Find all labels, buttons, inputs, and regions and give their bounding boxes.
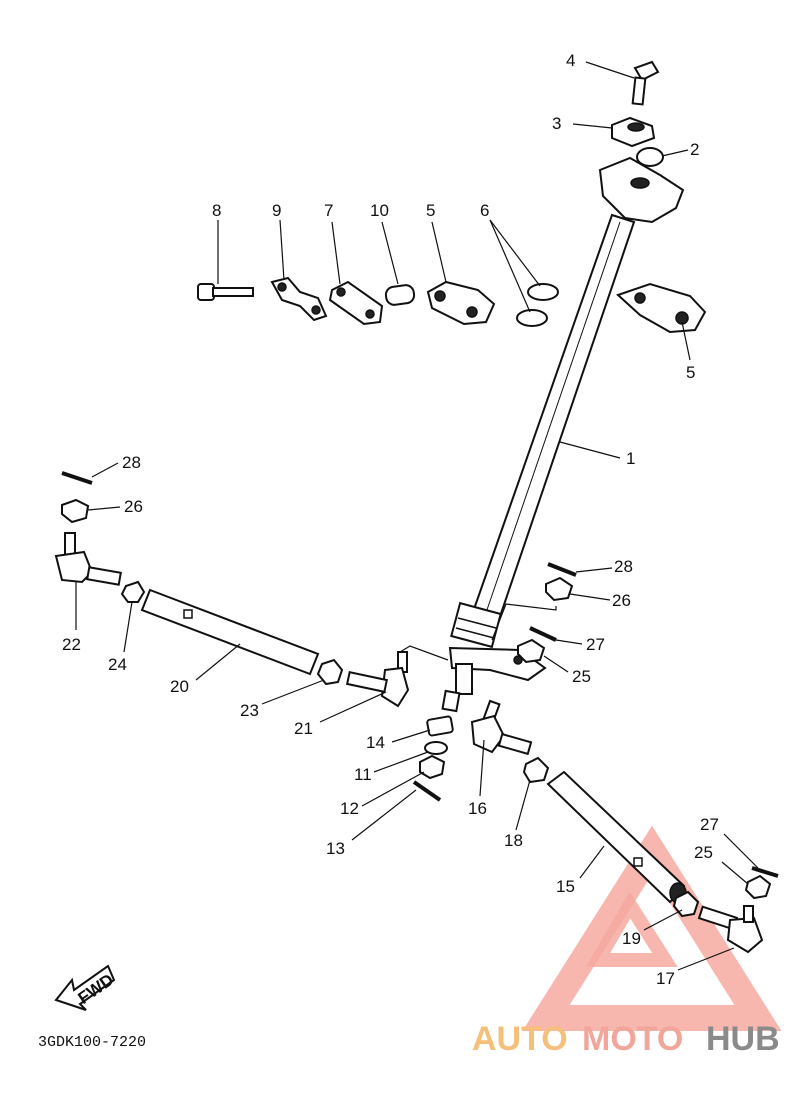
watermark-part3: HUB — [706, 1020, 780, 1058]
callout-3: 3 — [552, 114, 561, 133]
diagram-code: 3GDK100-7220 — [38, 1034, 146, 1051]
tie-rod-15 — [546, 770, 687, 904]
callout-1: 1 — [626, 449, 635, 468]
callout-18: 18 — [504, 831, 523, 850]
callout-12: 12 — [340, 799, 359, 818]
cotter-pin-27-right — [751, 866, 779, 878]
callout-26-left: 26 — [124, 497, 143, 516]
callout-10: 10 — [370, 201, 389, 220]
plate-7 — [328, 280, 384, 326]
nut-26-left — [61, 498, 90, 524]
callout-27-center: 27 — [586, 635, 605, 654]
callout-28-right: 28 — [614, 557, 633, 576]
nut-24 — [120, 580, 146, 603]
callout-6: 6 — [480, 201, 489, 220]
tie-rod-20 — [140, 588, 320, 676]
callout-labels: 1 2 3 4 5 5 6 7 8 9 10 11 12 13 14 15 16… — [62, 51, 719, 988]
callout-27-right: 27 — [700, 815, 719, 834]
callout-17: 17 — [656, 969, 675, 988]
washers-6 — [516, 283, 559, 327]
watermark-part2: MOTO — [582, 1020, 683, 1058]
leader-lines — [75, 61, 759, 971]
bolt-8 — [197, 283, 254, 301]
callout-9: 9 — [272, 201, 281, 220]
callout-5-right: 5 — [686, 363, 695, 382]
callout-16: 16 — [468, 799, 487, 818]
nut-25-center — [517, 638, 546, 664]
callout-2: 2 — [690, 140, 699, 159]
cotter-pin-27-center — [529, 626, 557, 642]
cotter-pin-13 — [412, 780, 442, 802]
callout-28-left: 28 — [122, 453, 141, 472]
holder-3 — [611, 116, 656, 148]
callout-24: 24 — [108, 655, 127, 674]
steering-column — [441, 156, 685, 713]
bushing-2 — [636, 147, 664, 167]
callout-21: 21 — [294, 719, 313, 738]
callout-22: 22 — [62, 635, 81, 654]
callout-7: 7 — [324, 201, 333, 220]
callout-25-center: 25 — [572, 667, 591, 686]
callout-14: 14 — [366, 733, 385, 752]
nut-26-right — [545, 576, 574, 602]
tie-rod-end-21 — [345, 651, 410, 708]
callout-11: 11 — [354, 765, 372, 784]
bolt-4 — [631, 60, 660, 106]
callout-4: 4 — [566, 51, 575, 70]
callout-25-right: 25 — [694, 843, 713, 862]
holder-5-right — [616, 282, 707, 334]
nut-25-right — [744, 874, 772, 900]
callout-15: 15 — [556, 877, 575, 896]
callout-8: 8 — [212, 201, 221, 220]
tie-rod-end-16 — [470, 699, 533, 756]
nut-19 — [672, 890, 700, 918]
callout-26-right: 26 — [612, 591, 631, 610]
watermark-part1: AUTO — [472, 1020, 568, 1058]
collar-10 — [384, 284, 416, 306]
callout-20: 20 — [170, 677, 189, 696]
nut-18 — [522, 756, 550, 784]
fwd-arrow: FWD — [54, 964, 117, 1011]
nut-23 — [316, 658, 344, 686]
tie-rod-end-17 — [697, 905, 764, 954]
cotter-pin-28-right — [547, 562, 577, 577]
collar-14 — [426, 715, 454, 737]
tie-rod-end-22 — [54, 532, 122, 586]
nut-12 — [419, 754, 446, 780]
callout-5-top: 5 — [426, 201, 435, 220]
plate-9 — [270, 276, 328, 322]
watermark-logo — [522, 825, 782, 1031]
washer-11 — [424, 741, 448, 755]
cotter-pin-28-left — [61, 471, 93, 485]
callout-23: 23 — [240, 701, 259, 720]
holder-5-left — [426, 280, 496, 326]
watermark-text: AUTO MOTO HUB — [472, 1020, 780, 1058]
callout-19: 19 — [622, 929, 641, 948]
callout-13: 13 — [326, 839, 345, 858]
